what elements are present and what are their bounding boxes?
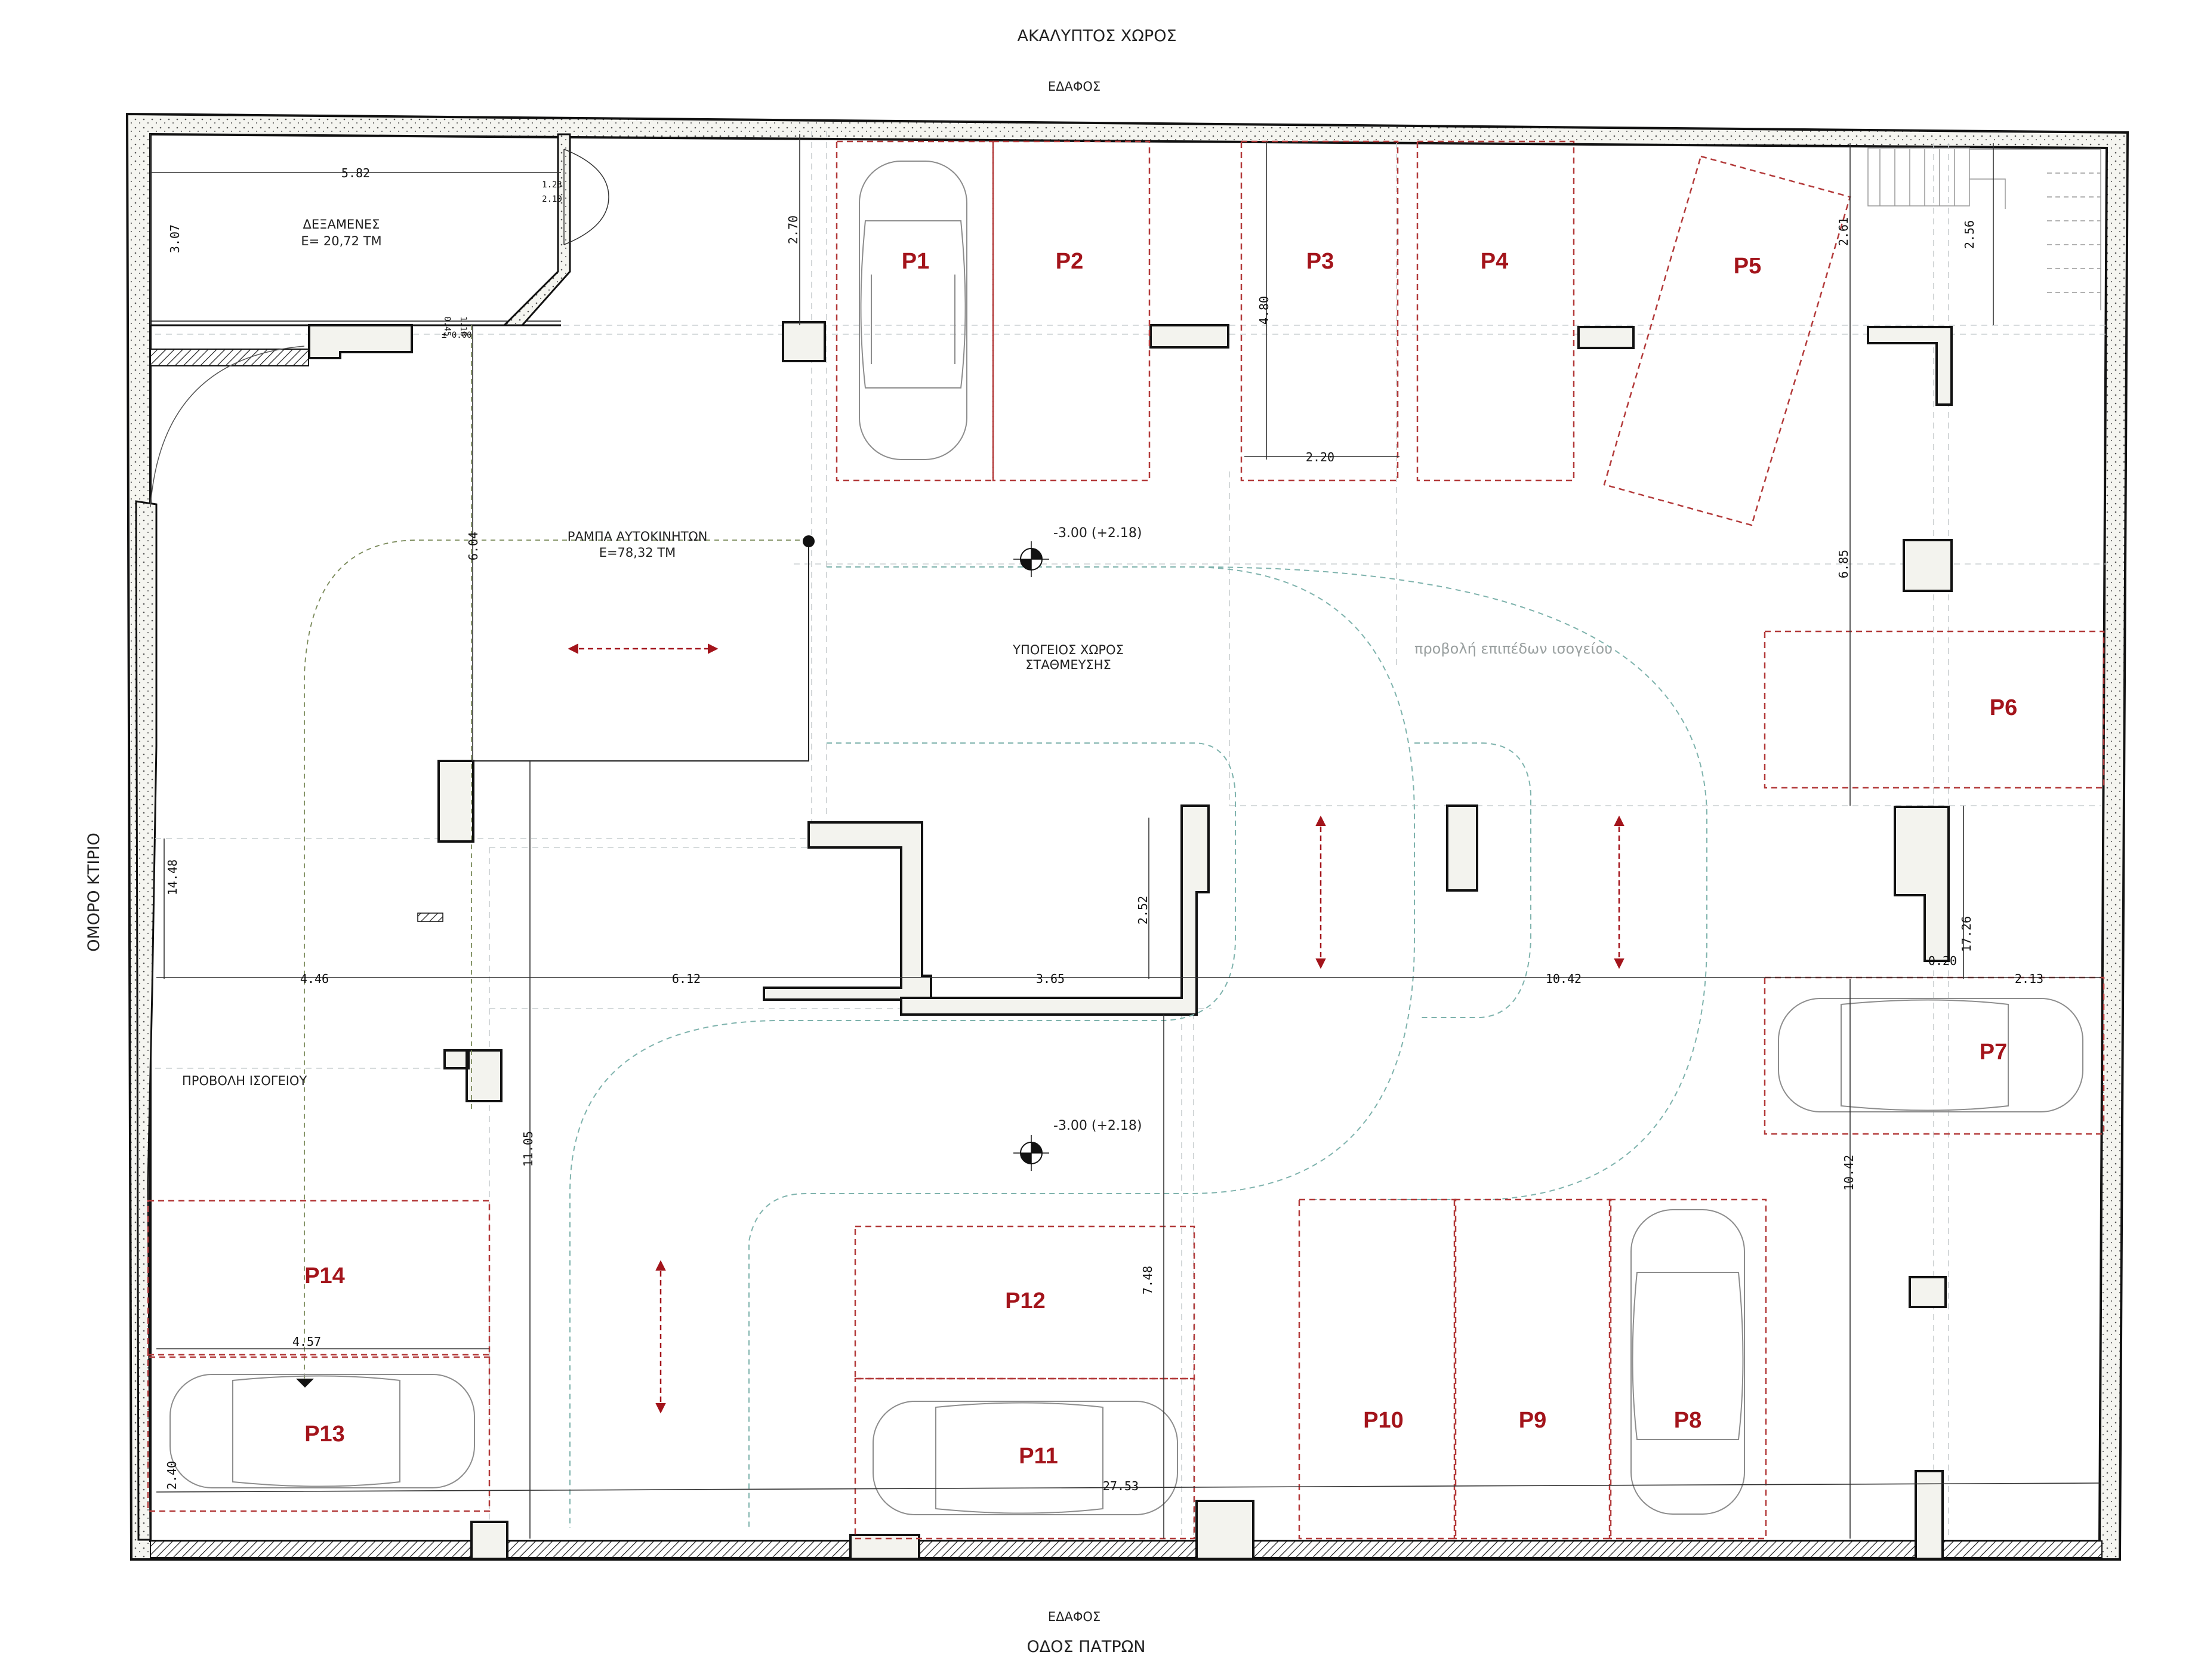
- tanks-area: E= 20,72 TM: [301, 234, 381, 248]
- columns: [308, 321, 1953, 1560]
- spot-label-p8: P8: [1674, 1408, 1701, 1433]
- level-marker-2: [1013, 1135, 1049, 1171]
- spot-label-p10: P10: [1363, 1408, 1404, 1433]
- win-b: 0.45: [442, 316, 452, 337]
- spot-p10: [1298, 1198, 1457, 1540]
- dim-1042h: 10.42: [1546, 972, 1582, 986]
- spot-label-p11: P11: [1019, 1444, 1058, 1469]
- entrance-triangle: [296, 1379, 314, 1388]
- tanks-title: ΔΕΞΑΜΕΝΕΣ: [303, 217, 380, 232]
- win-a: 1.18: [458, 316, 468, 337]
- projection-guides: [155, 131, 2107, 1540]
- dim-270: 2.70: [786, 215, 800, 244]
- spot-label-p7: P7: [1980, 1040, 2007, 1065]
- dim-256: 2.56: [1962, 220, 1977, 249]
- ground-projection-left: ΠΡΟΒΟΛΗ ΙΣΟΓΕΙΟΥ: [182, 1074, 307, 1088]
- spot-p8: [1608, 1198, 1767, 1540]
- spot-labels: P1 P2 P3 P4 P5 P6 P7 P8 P9 P10 P11 P12 P…: [304, 249, 2017, 1469]
- tanks-room: [150, 133, 609, 508]
- spot-label-p1: P1: [902, 249, 929, 274]
- dimension-texts: 5.82 3.07 2.70 4.80 2.20 2.61 2.56 6.04 …: [165, 166, 2043, 1493]
- drive-path-upper: [748, 566, 1415, 1528]
- spot-p1: [836, 140, 994, 482]
- bottom-foundation: [150, 1540, 2103, 1558]
- parking-spots: [147, 140, 2105, 1540]
- dim-020: 0.20: [1928, 954, 1957, 968]
- ramp-title: ΡΑΜΠΑ ΑΥΤΟΚΙΝΗΤΩΝ: [568, 529, 708, 544]
- dim-261: 2.61: [1836, 217, 1851, 246]
- left-wall-steps: [135, 500, 158, 1541]
- dim-480: 4.80: [1257, 296, 1271, 325]
- parking-title-1: ΥΠΟΓΕΙΟΣ ΧΩΡΟΣ: [1012, 643, 1124, 657]
- spot-p7: [1764, 976, 2105, 1135]
- dim-457: 4.57: [292, 1334, 321, 1349]
- spot-label-p14: P14: [304, 1263, 345, 1288]
- direction-arrows: [568, 643, 1624, 1414]
- dim-1042v: 10.42: [1842, 1155, 1856, 1191]
- spot-p12: [854, 1225, 1195, 1380]
- outer-wall: [125, 112, 2129, 1561]
- car-p7: [1778, 998, 2083, 1112]
- dim-1448: 14.48: [165, 859, 180, 895]
- dim-2753: 27.53: [1103, 1479, 1139, 1493]
- level-marker-1: [1013, 541, 1049, 577]
- zero-level: ± 0.00: [442, 331, 472, 340]
- dim-213: 2.13: [2015, 972, 2043, 986]
- dim-1105: 11.05: [521, 1131, 535, 1167]
- dim-446: 4.46: [300, 972, 329, 986]
- spot-p9: [1453, 1198, 1612, 1540]
- dim-685: 6.85: [1836, 550, 1851, 578]
- spot-p14: [147, 1200, 491, 1358]
- dim-604: 6.04: [466, 532, 480, 560]
- spot-label-p4: P4: [1481, 249, 1508, 274]
- spot-p2: [992, 140, 1151, 482]
- left-neighbor: ΟΜΟΡΟ ΚΤΙΡΙΟ: [85, 833, 103, 952]
- car-p1: [859, 161, 967, 460]
- dim-252: 2.52: [1136, 896, 1150, 924]
- spot-label-p6: P6: [1990, 695, 2017, 720]
- spot-label-p12: P12: [1005, 1288, 1046, 1314]
- spot-label-p5: P5: [1734, 254, 1761, 279]
- ground-projection-upper: προβολή επιπέδων ισογείου: [1414, 640, 1613, 657]
- car-p13: [169, 1374, 475, 1488]
- drive-path-lower: [569, 742, 1236, 1528]
- level-text-1: -3.00 (+2.18): [1053, 526, 1142, 541]
- car-p11: [873, 1401, 1178, 1515]
- door-w: 1.23: [542, 180, 562, 190]
- spot-label-p2: P2: [1056, 249, 1083, 274]
- dim-1726: 17.26: [1959, 916, 1974, 952]
- bottom-street: ΟΔΟΣ ΠΑΤΡΩΝ: [1027, 1638, 1146, 1656]
- dim-365: 3.65: [1036, 972, 1065, 986]
- spot-p5: [1603, 155, 1851, 526]
- car-p8: [1630, 1209, 1745, 1515]
- dim-307: 3.07: [168, 224, 182, 253]
- spot-p6: [1764, 630, 2105, 789]
- top-title: ΑΚΑΛΥΠΤΟΣ ΧΩΡΟΣ: [1017, 27, 1176, 45]
- dim-240: 2.40: [165, 1461, 179, 1490]
- top-ground: ΕΔΑΦΟΣ: [1048, 79, 1100, 94]
- stair: [1867, 147, 2101, 310]
- dim-220: 2.20: [1306, 450, 1334, 464]
- dimension-lines: [150, 134, 2101, 1539]
- parking-title-2: ΣΤΑΘΜΕΥΣΗΣ: [1025, 658, 1111, 672]
- spot-p13: [147, 1354, 491, 1512]
- ramp-area: E=78,32 TM: [599, 545, 676, 560]
- spot-p11: [854, 1377, 1195, 1540]
- bottom-ground: ΕΔΑΦΟΣ: [1048, 1610, 1100, 1624]
- dim-748: 7.48: [1140, 1266, 1155, 1294]
- dim-612: 6.12: [672, 972, 701, 986]
- spot-label-p13: P13: [304, 1422, 345, 1447]
- dim-582: 5.82: [341, 166, 370, 180]
- ramp-outline: [471, 540, 809, 762]
- level-text-2: -3.00 (+2.18): [1053, 1118, 1142, 1133]
- spot-p3: [1240, 140, 1399, 482]
- door-h: 2.10: [542, 195, 562, 204]
- spot-label-p9: P9: [1519, 1408, 1546, 1433]
- spot-p4: [1416, 140, 1575, 482]
- ramp-path: [304, 540, 809, 1379]
- spot-label-p3: P3: [1306, 249, 1334, 274]
